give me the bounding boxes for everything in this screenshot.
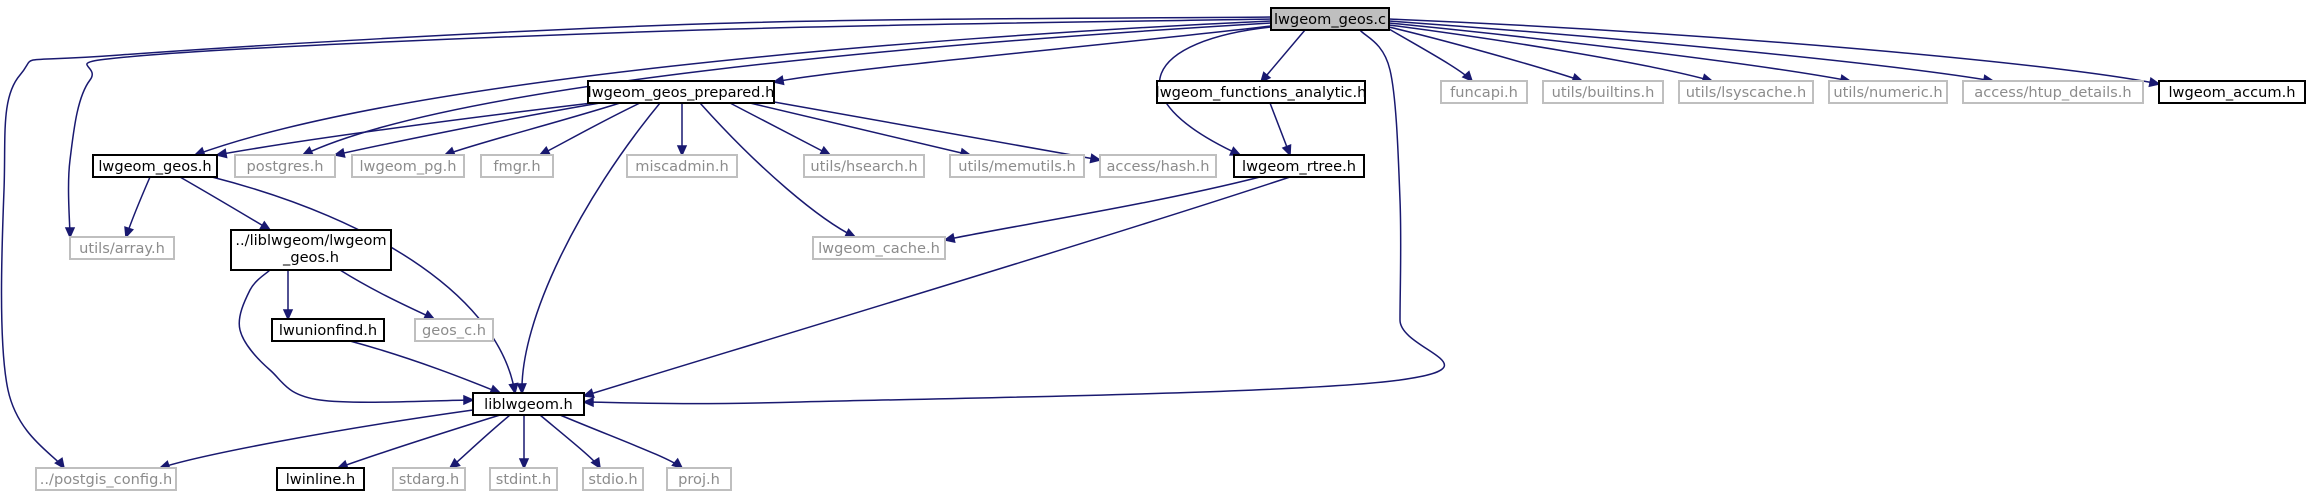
edge-lwgeom-geos-c-to-lwgeom-accum-h [1388, 18, 2161, 88]
node-liblwgeom-lwgeom-geos-h[interactable]: ../liblwgeom/lwgeom_geos.h [230, 229, 392, 271]
node-liblwgeom-h[interactable]: liblwgeom.h [472, 392, 585, 416]
edge-lwgeom-geos-prepared-h-to-access-hash-h [773, 101, 1102, 164]
node-stdint-h: stdint.h [489, 467, 558, 491]
edge-lwgeom-functions-analytic-h-to-lwgeom-rtree-h [1269, 102, 1292, 157]
node-postgis-config-h: ../postgis_config.h [35, 467, 177, 491]
edges-layer [0, 16, 2161, 470]
node-label: lwgeom_accum.h [2168, 84, 2295, 101]
edge-lwgeom-geos-c-to-utils-numeric-h [1388, 22, 1852, 85]
node-label: miscadmin.h [635, 158, 729, 175]
node-label: postgres.h [247, 158, 324, 175]
node-label: access/hash.h [1106, 158, 1209, 175]
node-label: fmgr.h [493, 158, 540, 175]
node-label: funcapi.h [1450, 84, 1518, 101]
node-label: proj.h [678, 471, 720, 488]
node-utils-builtins-h: utils/builtins.h [1542, 80, 1664, 104]
node-label: utils/builtins.h [1552, 84, 1655, 101]
node-label: lwgeom_cache.h [818, 240, 940, 257]
edge-liblwgeom-lwgeom-geos-h-to-lwunionfind-h [282, 270, 294, 321]
node-label: utils/array.h [79, 240, 165, 257]
node-lwunionfind-h[interactable]: lwunionfind.h [271, 318, 385, 342]
edge-lwgeom-geos-c-to-postgis-config-h [0, 16, 1272, 470]
node-label: lwgeom_pg.h [359, 158, 456, 175]
edge-lwgeom-geos-c-to-lwgeom-functions-analytic-h [1259, 29, 1306, 84]
node-label: lwgeom_geos.c [1274, 11, 1386, 28]
node-utils-memutils-h: utils/memutils.h [949, 154, 1085, 178]
node-stdio-h: stdio.h [582, 467, 644, 491]
node-fmgr-h: fmgr.h [480, 154, 554, 178]
node-label: lwunionfind.h [279, 322, 377, 339]
node-utils-numeric-h: utils/numeric.h [1828, 80, 1948, 104]
node-label: stdint.h [496, 471, 552, 488]
node-label: lwgeom_geos.h [98, 158, 211, 175]
node-utils-array-h: utils/array.h [69, 236, 175, 260]
node-lwgeom-geos-c[interactable]: lwgeom_geos.c [1270, 7, 1390, 31]
edge-liblwgeom-h-to-proj-h [559, 414, 684, 470]
edge-lwgeom-geos-prepared-h-to-miscadmin-h [676, 103, 688, 157]
edge-lwgeom-geos-c-to-utils-array-h [64, 18, 1272, 239]
node-label: stdarg.h [399, 471, 459, 488]
edge-lwgeom-geos-c-to-utils-builtins-h [1388, 26, 1584, 83]
edge-liblwgeom-h-to-lwinline-h [336, 414, 501, 470]
edge-lwgeom-geos-h-to-liblwgeom-h [211, 176, 519, 395]
node-stdarg-h: stdarg.h [392, 467, 466, 491]
node-funcapi-h: funcapi.h [1440, 80, 1528, 104]
node-postgres-h: postgres.h [234, 154, 336, 178]
node-lwgeom-pg-h: lwgeom_pg.h [351, 154, 465, 178]
edge-lwgeom-rtree-h-to-liblwgeom-h [582, 176, 1291, 399]
node-miscadmin-h: miscadmin.h [626, 154, 738, 178]
node-utils-hsearch-h: utils/hsearch.h [803, 154, 925, 178]
edge-lwgeom-geos-prepared-h-to-liblwgeom-h [516, 102, 661, 395]
edge-lwunionfind-h-to-liblwgeom-h [349, 340, 502, 395]
node-lwgeom-rtree-h[interactable]: lwgeom_rtree.h [1233, 154, 1365, 178]
node-label: geos_c.h [422, 322, 486, 339]
node-lwgeom-functions-analytic-h[interactable]: lwgeom_functions_analytic.h [1156, 80, 1367, 104]
node-label: utils/memutils.h [958, 158, 1076, 175]
edge-liblwgeom-lwgeom-geos-h-to-liblwgeom-h [238, 269, 475, 406]
node-label: stdio.h [588, 471, 637, 488]
edge-liblwgeom-h-to-stdint-h [518, 415, 530, 470]
node-label: lwgeom_functions_analytic.h [1156, 84, 1367, 101]
edge-lwgeom-geos-c-to-liblwgeom-h [582, 29, 1446, 408]
edge-lwgeom-geos-prepared-h-to-lwgeom-geos-h [215, 102, 593, 159]
node-label: lwgeom_rtree.h [1242, 158, 1356, 175]
node-lwgeom-accum-h[interactable]: lwgeom_accum.h [2158, 80, 2306, 104]
edge-liblwgeom-h-to-stdarg-h [448, 414, 511, 470]
node-label: utils/lsyscache.h [1686, 84, 1807, 101]
node-label: utils/hsearch.h [810, 158, 917, 175]
node-label: ../liblwgeom/lwgeom [235, 232, 386, 249]
node-proj-h: proj.h [666, 467, 732, 491]
edge-lwgeom-geos-h-to-liblwgeom-lwgeom-geos-h [179, 176, 272, 231]
node-lwgeom-geos-prepared-h[interactable]: lwgeom_geos_prepared.h [587, 80, 775, 104]
edge-lwgeom-rtree-h-to-lwgeom-cache-h [943, 176, 1261, 243]
node-access-htup-details-h: access/htup_details.h [1962, 80, 2144, 104]
node-access-hash-h: access/hash.h [1099, 154, 1217, 178]
edge-lwgeom-geos-h-to-utils-array-h [124, 176, 151, 239]
edge-liblwgeom-lwgeom-geos-h-to-geos-c-h [339, 269, 436, 320]
node-label: _geos.h [282, 249, 339, 266]
node-label: utils/numeric.h [1833, 84, 1942, 101]
node-label: ../postgis_config.h [40, 471, 172, 488]
node-lwinline-h[interactable]: lwinline.h [276, 467, 365, 491]
node-label: liblwgeom.h [484, 396, 573, 413]
node-geos-c-h: geos_c.h [414, 318, 494, 342]
node-label: lwgeom_geos_prepared.h [588, 84, 775, 101]
node-lwgeom-cache-h: lwgeom_cache.h [812, 236, 946, 260]
node-label: access/htup_details.h [1974, 84, 2131, 101]
edge-liblwgeom-h-to-stdio-h [539, 414, 601, 470]
edge-lwgeom-geos-c-to-lwgeom-geos-prepared-h [772, 25, 1272, 86]
node-lwgeom-geos-h[interactable]: lwgeom_geos.h [92, 154, 218, 178]
node-utils-lsyscache-h: utils/lsyscache.h [1678, 80, 1814, 104]
edge-lwgeom-geos-c-to-funcapi-h [1388, 28, 1474, 83]
node-label: lwinline.h [286, 471, 356, 488]
edge-lwgeom-geos-prepared-h-to-postgres-h [333, 102, 601, 158]
edge-liblwgeom-h-to-postgis-config-h [158, 409, 474, 470]
edge-lwgeom-geos-c-to-postgres-h [301, 22, 1272, 156]
